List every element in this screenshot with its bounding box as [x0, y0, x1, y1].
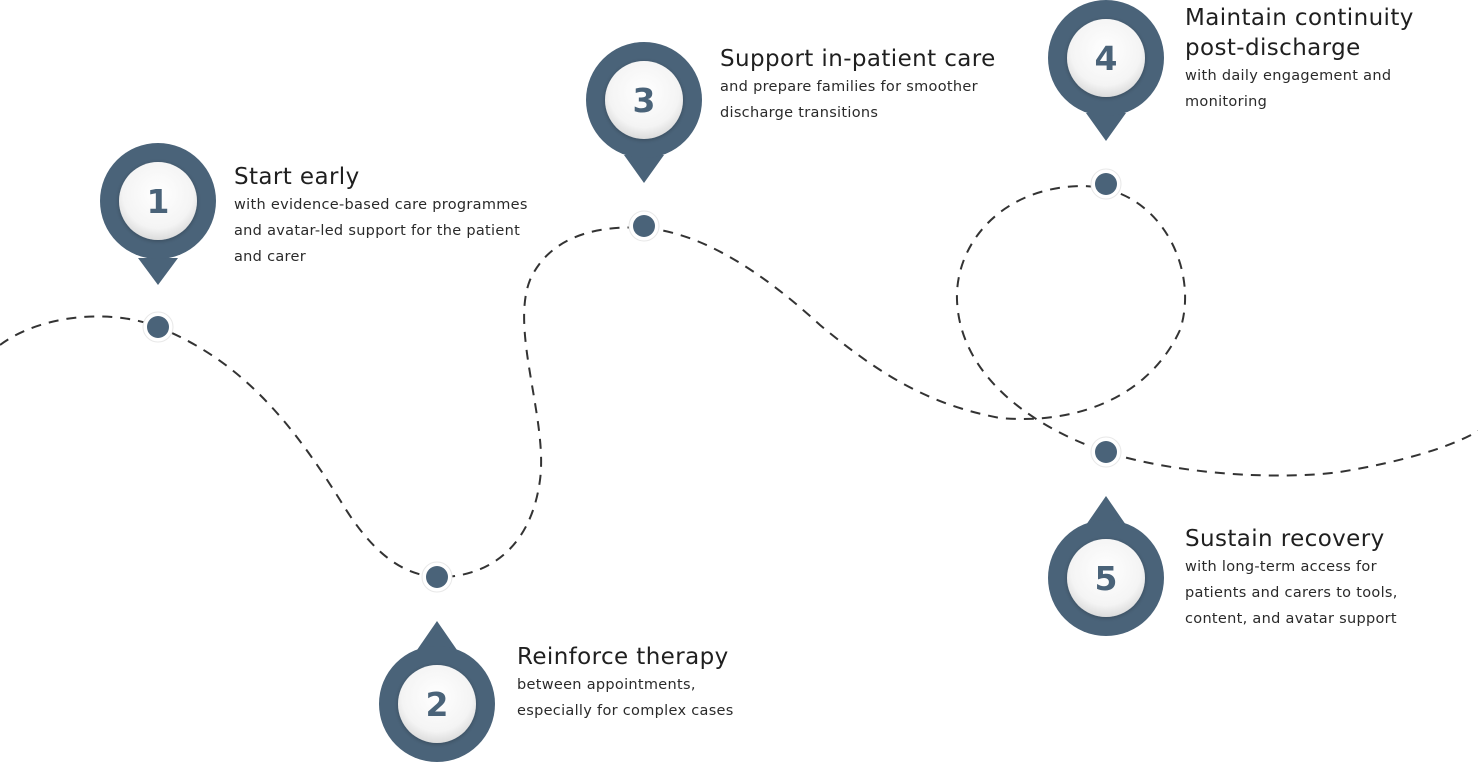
path-dot-3 [628, 210, 660, 242]
step-title: Maintain continuity post-discharge [1185, 5, 1414, 61]
step-title: Support in-patient care [720, 46, 996, 72]
map-pin-icon: 3 [586, 42, 702, 183]
step-number: 1 [147, 182, 170, 221]
path-dot-5 [1090, 436, 1122, 468]
step-title: Start early [234, 164, 360, 190]
step-3-text: Support in-patient care and prepare fami… [720, 44, 1010, 126]
map-pin-icon: 1 [100, 143, 216, 285]
map-pin-icon: 5 [1048, 496, 1164, 636]
step-5-text: Sustain recovery with long-term access f… [1185, 524, 1425, 632]
step-4-text: Maintain continuity post-discharge with … [1185, 3, 1425, 115]
map-pin-icon: 2 [379, 621, 495, 762]
step-description: between appointments, especially for com… [517, 677, 734, 719]
step-description: with long-term access for patients and c… [1185, 559, 1398, 627]
path-dot-1 [142, 311, 174, 343]
step-description: and prepare families for smoother discha… [720, 79, 978, 121]
map-pin-icon: 4 [1048, 0, 1164, 141]
path-dot-2 [421, 561, 453, 593]
path-dot-4 [1090, 168, 1122, 200]
journey-path [0, 184, 1478, 579]
step-1-text: Start early with evidence-based care pro… [234, 162, 534, 270]
step-title: Sustain recovery [1185, 526, 1385, 552]
step-2-text: Reinforce therapy between appointments, … [517, 642, 747, 724]
step-title: Reinforce therapy [517, 644, 729, 670]
step-description: with daily engagement and monitoring [1185, 68, 1392, 110]
step-number: 3 [633, 81, 656, 120]
step-number: 2 [426, 685, 449, 724]
step-number: 5 [1095, 559, 1118, 598]
step-description: with evidence-based care programmes and … [234, 197, 528, 265]
step-number: 4 [1095, 39, 1118, 78]
